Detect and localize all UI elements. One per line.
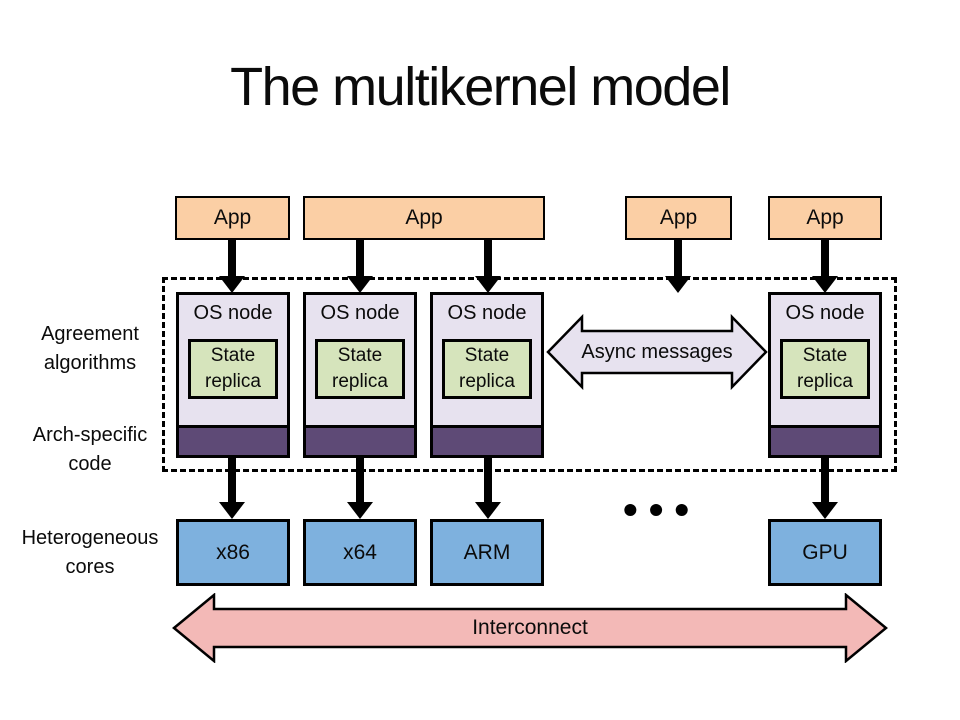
- arrow-down-os2-x64: [347, 458, 373, 519]
- arch-specific-code-bar: [433, 425, 541, 455]
- os-layer-dashed-frame: [162, 277, 897, 472]
- label-arch-specific-code: Arch-specific code: [32, 424, 148, 475]
- state-replica-box: State replica: [315, 339, 405, 399]
- double-arrow-icon: [546, 314, 768, 390]
- app-label: App: [659, 206, 698, 229]
- os-node-label: OS node: [320, 302, 400, 324]
- os-node-box-2: OS node State replica: [303, 292, 417, 458]
- arch-specific-code-bar: [306, 425, 414, 455]
- os-node-label: OS node: [447, 302, 527, 324]
- double-arrow-icon: [172, 593, 888, 663]
- arrowhead-icon: [812, 502, 838, 519]
- app-box-3: App: [625, 196, 732, 240]
- arrowhead-icon: [812, 276, 838, 293]
- arrow-down-app2-os3: [475, 240, 501, 293]
- arch-specific-code-bar: [179, 425, 287, 455]
- os-node-box-1: OS node State replica: [176, 292, 290, 458]
- state-replica-box: State replica: [188, 339, 278, 399]
- async-messages-arrow: Async messages: [546, 314, 768, 390]
- state-replica-box: State replica: [780, 339, 870, 399]
- interconnect-arrow: Interconnect: [172, 593, 888, 663]
- arrow-down-os3-arm: [475, 458, 501, 519]
- arrowhead-icon: [219, 502, 245, 519]
- more-cores-ellipsis: •••: [623, 486, 701, 533]
- interconnect-label: Interconnect: [472, 616, 588, 639]
- core-label: GPU: [802, 540, 848, 564]
- os-node-label: OS node: [193, 302, 273, 324]
- app-box-1: App: [175, 196, 290, 240]
- arrow-down-app4-os4: [812, 240, 838, 293]
- app-label: App: [806, 206, 844, 229]
- arch-specific-code-bar: [771, 425, 879, 455]
- core-label: x86: [216, 540, 250, 564]
- slide-title: The multikernel model: [230, 57, 731, 117]
- app-box-4: App: [768, 196, 882, 240]
- arrow-down-app1-os1: [219, 240, 245, 293]
- app-label: App: [213, 206, 252, 229]
- arrowhead-icon: [475, 276, 501, 293]
- label-agreement-algorithms: Agreement algorithms: [41, 323, 139, 374]
- os-node-box-4: OS node State replica: [768, 292, 882, 458]
- core-box-x86: x86: [176, 519, 290, 586]
- arrowhead-icon: [665, 276, 691, 293]
- core-box-x64: x64: [303, 519, 417, 586]
- core-box-arm: ARM: [430, 519, 544, 586]
- arrowhead-icon: [219, 276, 245, 293]
- arrowhead-icon: [347, 502, 373, 519]
- os-node-label: OS node: [785, 302, 865, 324]
- arrowhead-icon: [347, 276, 373, 293]
- arrow-down-os4-gpu: [812, 458, 838, 519]
- arrow-down-app2-os2: [347, 240, 373, 293]
- arrowhead-icon: [475, 502, 501, 519]
- os-node-box-3: OS node State replica: [430, 292, 544, 458]
- label-heterogeneous-cores: Heterogeneous cores: [21, 527, 159, 578]
- arrow-down-app3: [665, 240, 691, 293]
- state-replica-box: State replica: [442, 339, 532, 399]
- app-label: App: [405, 206, 443, 229]
- core-label: x64: [343, 540, 377, 564]
- async-messages-label: Async messages: [581, 340, 733, 363]
- arrow-down-os1-x86: [219, 458, 245, 519]
- core-label: ARM: [463, 540, 511, 564]
- app-box-2: App: [303, 196, 545, 240]
- core-box-gpu: GPU: [768, 519, 882, 586]
